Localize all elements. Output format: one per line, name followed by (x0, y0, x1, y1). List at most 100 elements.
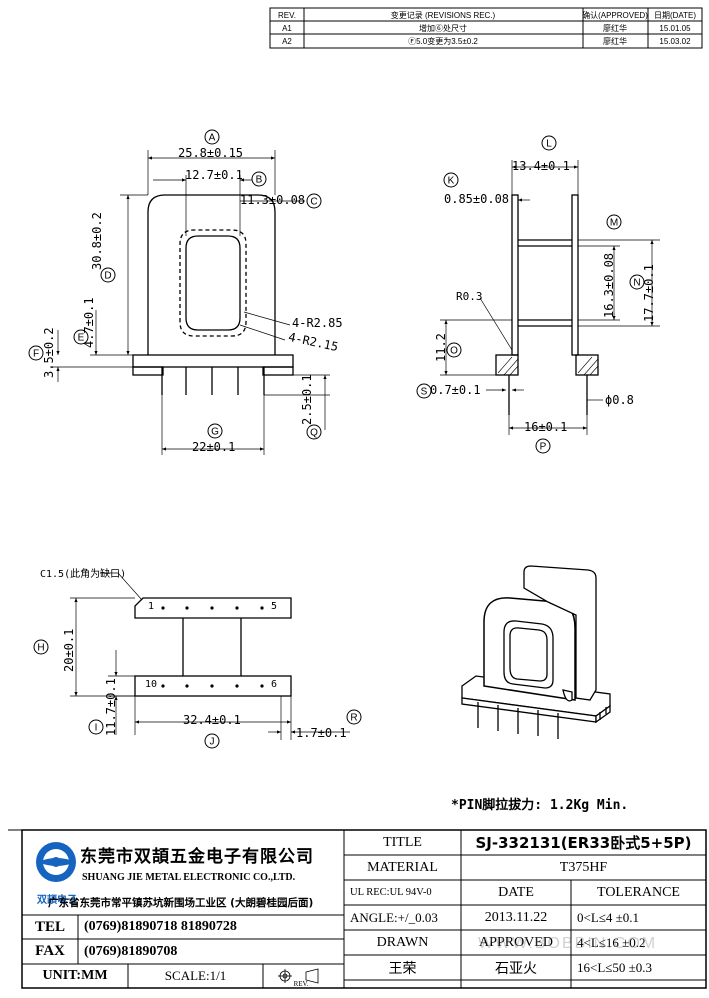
approved-label: APPROVED (479, 934, 553, 950)
marker-d: D (100, 267, 116, 283)
bottom-view (134, 597, 292, 697)
marker-b: B (251, 171, 267, 187)
marker-c: C (306, 193, 322, 209)
dim-pin-dia: ϕ0.8 (605, 393, 634, 407)
marker-label-k: K (448, 176, 455, 187)
marker-label-a: A (209, 133, 216, 144)
title-block-grid (8, 829, 707, 989)
date-value: 2013.11.22 (484, 909, 548, 925)
marker-m: M (606, 214, 622, 230)
drawn-value: 王荣 (388, 960, 417, 977)
tolerance-row-3: 16<L≤50 ±0.3 (577, 959, 653, 975)
side-view-hatching (497, 356, 599, 376)
dim-L: 13.4±0.1 (512, 159, 570, 173)
fax-label: FAX (35, 943, 65, 959)
rev-row-1-approved: 廖红华 (603, 23, 627, 33)
revision-table (269, 7, 703, 49)
marker-label-m: M (610, 218, 618, 229)
tel-value: (0769)81890718 81890728 (84, 919, 237, 934)
marker-label-c: C (310, 197, 317, 208)
dim-J: 32.4±0.1 (183, 713, 241, 727)
marker-label-l: L (546, 139, 552, 150)
dim-E: 4.7±0.1 (82, 297, 96, 348)
marker-i: I (88, 719, 104, 735)
marker-e: E (73, 329, 89, 345)
dim-r1: 4-R2.85 (292, 316, 343, 330)
tolerance-row-1: 0<L≤4 ±0.1 (577, 909, 640, 925)
company-address: 广东省东莞市常平镇苏坑新围场工业区 (大朗碧桂园后面) (48, 897, 314, 909)
dim-B: 12.7±0.1 (185, 168, 243, 182)
title-value: SJ-332131(ER33卧式5+5P) (475, 834, 692, 852)
dim-D: 30.8±0.2 (90, 212, 104, 270)
marker-label-n: N (633, 278, 640, 289)
rev-header-date: 日期(DATE) (654, 11, 696, 20)
dim-C15: C1.5(此角为缺口) (40, 569, 127, 580)
bottom-view-dimensions (70, 572, 350, 740)
dim-M: 16.3±0.08 (602, 252, 616, 318)
dim-N: 17.7±0.1 (642, 264, 656, 322)
rev-label: REV. (293, 980, 309, 988)
marker-label-o: O (450, 346, 458, 357)
marker-label-h: H (37, 643, 44, 654)
marker-l: L (541, 135, 557, 151)
bottom-view-pin-holes (161, 606, 264, 688)
marker-label-b: B (256, 175, 263, 186)
dim-Q: 2.5±0.1 (300, 374, 314, 425)
rev-row-1-desc: 增加⑥处尺寸 (419, 23, 467, 33)
marker-label-f: F (33, 349, 39, 360)
title-block: 双頡电子 东莞市双頡五金电子有限公司 SHUANG JIE METAL ELEC… (8, 828, 708, 990)
marker-o: O (446, 342, 462, 358)
scale-label: SCALE:1/1 (164, 968, 227, 983)
marker-r: R (346, 709, 362, 725)
dim-S: 0.7±0.1 (430, 383, 481, 397)
tolerance-label: TOLERANCE (597, 884, 680, 900)
dim-P: 16±0.1 (524, 420, 568, 434)
marker-g: G (207, 423, 223, 439)
marker-label-q: Q (310, 428, 318, 439)
marker-label-r: R (350, 713, 357, 724)
dim-R03: R0.3 (456, 290, 483, 303)
pin-label-1: 1 (148, 601, 155, 612)
company-name-en: SHUANG JIE METAL ELECTRONIC CO.,LTD. (82, 872, 296, 883)
approved-value: 石亚火 (495, 960, 537, 977)
marker-label-j: J (210, 737, 215, 748)
marker-label-g: G (211, 427, 219, 438)
dim-R: 1.7±0.1 (296, 726, 347, 740)
marker-n: N (629, 274, 645, 290)
rev-header-desc: 变更记录 (REVISIONS REC.) (391, 10, 496, 20)
pin-label-10: 10 (145, 679, 158, 690)
ul-rec: UL REC:UL 94V-0 (350, 887, 432, 898)
dim-I: 11.7±0.1 (104, 678, 118, 736)
angle-tolerance: ANGLE:+/_0.03 (350, 909, 438, 925)
rev-row-1-date: 15.01.05 (659, 24, 691, 33)
pin-label-6: 6 (271, 679, 278, 690)
title-label: TITLE (383, 834, 422, 850)
marker-s: S (416, 383, 432, 399)
dim-O: 11.2 (434, 333, 448, 362)
rev-header-approved: 确认(APPROVED) (582, 10, 648, 20)
dim-F: 3.5±0.2 (42, 327, 56, 378)
rev-header-rev: REV. (278, 11, 296, 20)
front-view-dimensions (50, 150, 330, 455)
rev-row-2-date: 15.03.02 (659, 37, 691, 46)
watermark: WWW.BOBBIN.COM (478, 935, 658, 952)
marker-label-d: D (104, 271, 111, 282)
marker-h: H (33, 639, 49, 655)
side-view (495, 194, 599, 415)
company-name-cn: 东莞市双頡五金电子有限公司 (80, 847, 314, 867)
marker-p: P (535, 438, 551, 454)
pin-pull-note: *PIN脚拉拔力: 1.2Kg Min. (451, 798, 629, 813)
pin-label-5: 5 (271, 601, 278, 612)
marker-label-p: P (540, 442, 547, 453)
company-logo: 双頡电子 (32, 840, 82, 906)
marker-f: F (28, 345, 44, 361)
dim-A: 25.8±0.15 (178, 146, 244, 160)
rev-row-2-approved: 廖红华 (603, 36, 627, 46)
rev-row-1-rev: A1 (282, 24, 292, 33)
marker-k: K (443, 172, 459, 188)
projection-symbol-icon (278, 968, 319, 984)
marker-a: A (204, 129, 220, 145)
front-view (132, 194, 294, 395)
logo-text: 双頡电子 (37, 895, 77, 906)
marker-label-s: S (421, 387, 428, 398)
